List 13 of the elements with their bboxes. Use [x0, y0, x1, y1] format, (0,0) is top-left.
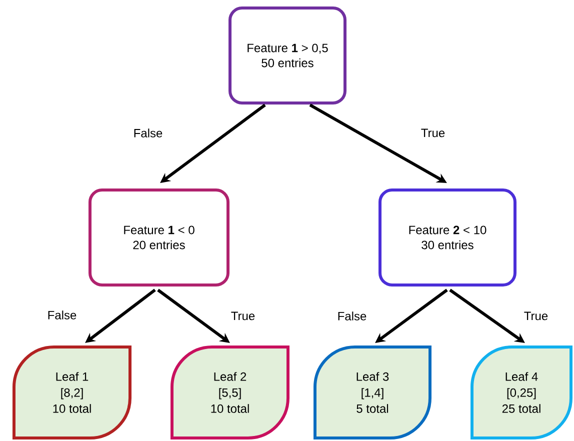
- edge-label: True: [420, 128, 446, 138]
- leaf-node: Leaf 4 [0,25] 25 total: [470, 345, 572, 440]
- decision-box: Feature 1 < 0 20 entries: [88, 188, 230, 286]
- decision-box: Feature 2 < 10 30 entries: [378, 188, 516, 286]
- edge-label: False: [46, 310, 78, 320]
- edge-label: True: [522, 310, 550, 322]
- edge-label: True: [230, 310, 256, 322]
- leaf-node: Leaf 3 [1,4] 5 total: [314, 345, 432, 440]
- leaf-node: Leaf 2 [5,5] 10 total: [170, 345, 290, 440]
- leaf-node: Leaf 1 [8,2] 10 total: [12, 345, 132, 440]
- edge-label: False: [336, 310, 368, 322]
- decision-box: Feature 1 > 0,5 50 entries: [228, 6, 346, 104]
- edge-label: False: [132, 128, 164, 138]
